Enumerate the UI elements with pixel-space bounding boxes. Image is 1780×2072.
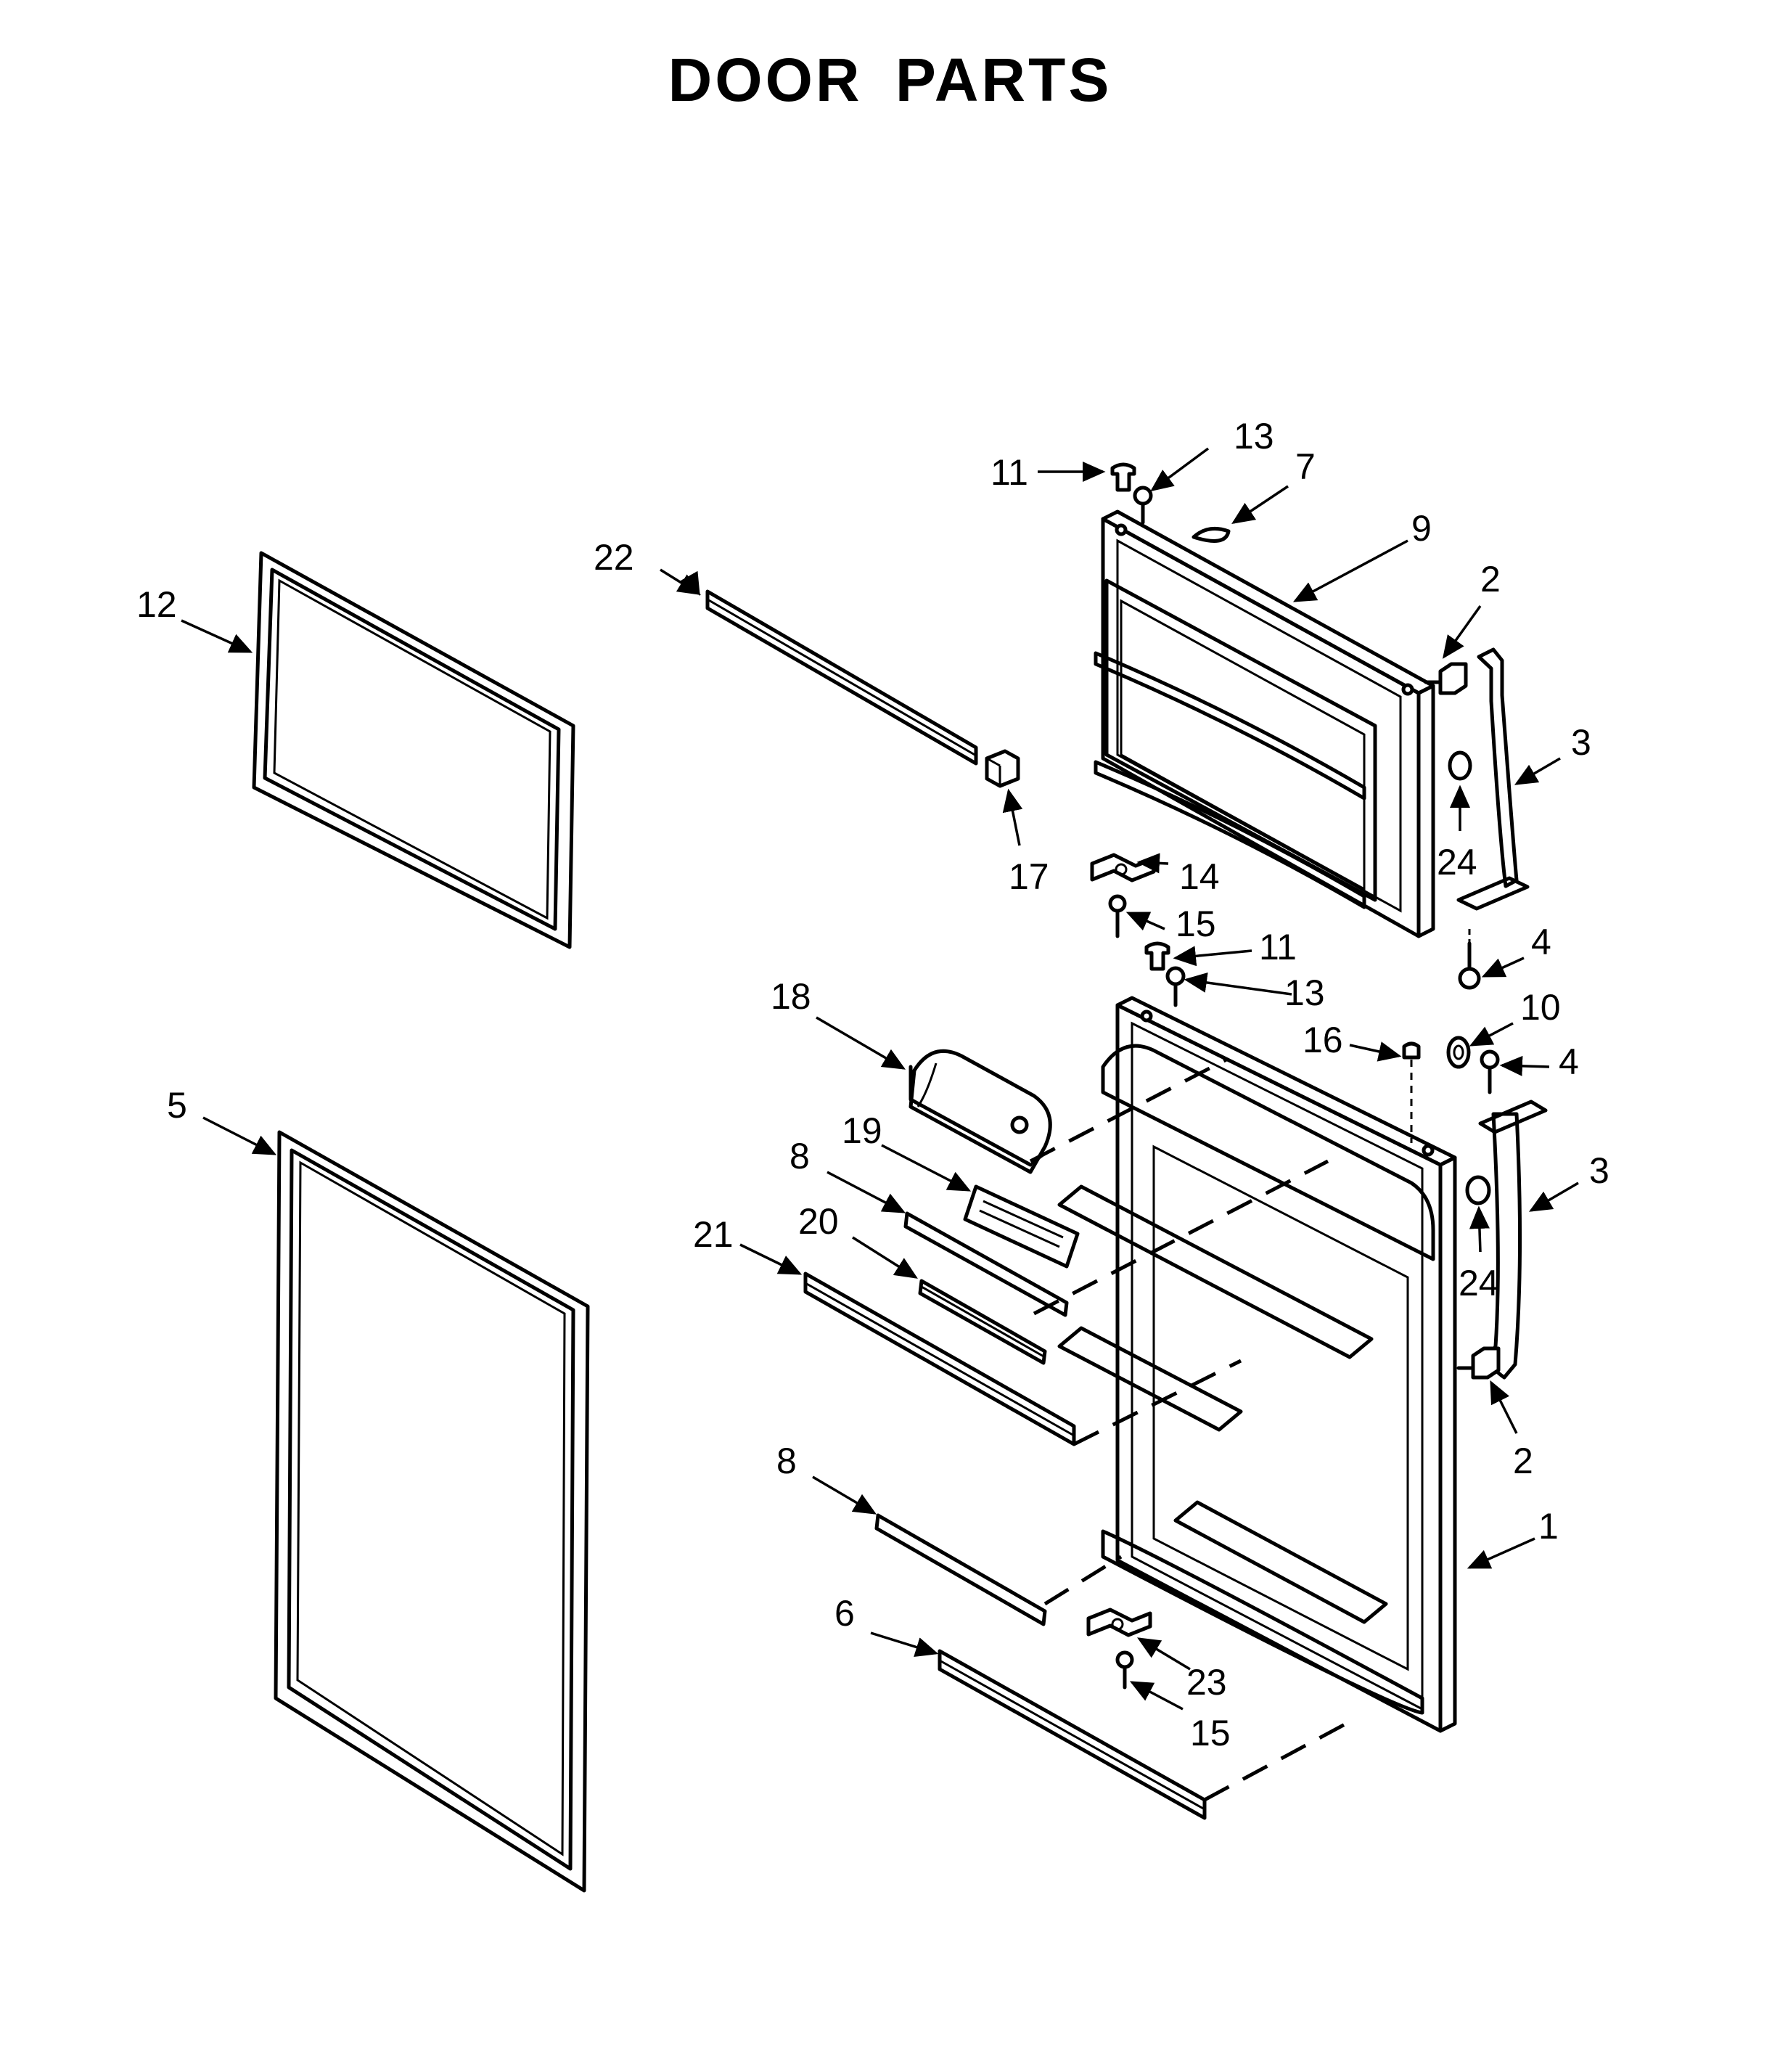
callout-9: 9 [1411,508,1432,549]
callout-21: 21 [693,1214,734,1255]
fresh-food-gasket-part-5 [274,1130,590,1893]
freezer-door-part-9 [1094,509,1435,938]
callout-3-top: 3 [1571,722,1591,763]
callout-17: 17 [1009,856,1049,897]
callout-labels: 1 2 2 3 3 4 4 5 6 7 8 8 9 10 11 11 12 13… [136,416,1609,1753]
bushing-part-2-top [1424,662,1468,695]
dairy-hinge-part-19 [963,1184,1080,1269]
callout-24-bottom: 24 [1459,1263,1499,1303]
shelf-bar-part-8-top [903,1211,1069,1317]
hinge-cap-part-11-top [1110,462,1136,492]
callout-7: 7 [1295,446,1316,487]
shelf-bar-part-6 [938,1649,1207,1820]
hinge-cap-part-11-mid [1144,941,1170,971]
screw-part-4-bottom [1480,1049,1500,1094]
callout-14: 14 [1179,856,1220,897]
page-title: DOOR PARTS [668,46,1112,114]
callout-8-top: 8 [789,1136,810,1176]
callout-8-bottom: 8 [776,1441,797,1481]
center-hinge-part-3-top [1456,647,1530,911]
plug-part-7 [1192,526,1231,543]
callout-4-bottom: 4 [1559,1041,1579,1082]
callout-4-top: 4 [1531,922,1551,962]
callout-11-mid: 11 [1259,927,1297,967]
screw-part-13-top [1133,486,1153,525]
callout-23: 23 [1186,1662,1227,1703]
callout-19: 19 [842,1110,882,1151]
end-cap-part-17 [985,749,1020,788]
pin-part-16 [1402,1041,1421,1143]
bracket-part-23 [1086,1608,1152,1637]
callout-22: 22 [594,537,634,578]
callout-12: 12 [136,584,177,625]
hinge-part-3-bottom [1478,1100,1548,1380]
callout-24-top: 24 [1437,842,1477,883]
callout-15-top: 15 [1176,904,1216,944]
callout-1: 1 [1538,1506,1559,1547]
callout-13-top: 13 [1234,416,1274,456]
leader-lines [181,447,1579,1711]
bracket-part-14 [1090,853,1156,883]
bushing-part-2-bottom [1456,1346,1501,1380]
fresh-food-door-part-1 [1057,996,1457,1733]
shelf-bar-part-20 [918,1279,1047,1365]
callout-13-mid: 13 [1284,972,1325,1013]
screw-part-13-mid [1165,966,1186,1007]
callout-6: 6 [834,1593,855,1634]
dairy-door-part-18 [909,1049,1052,1174]
callout-2-bottom: 2 [1513,1441,1533,1481]
screw-part-15-top [1108,894,1127,938]
shelf-bar-part-8-bottom [874,1513,1047,1626]
screw-part-4-top [1458,929,1481,990]
screw-part-15-bottom [1115,1650,1134,1690]
spacer-part-24-bottom [1465,1175,1491,1205]
callout-11-top: 11 [991,452,1028,493]
callout-18: 18 [771,976,811,1017]
callout-16: 16 [1303,1020,1343,1060]
callout-15-bottom: 15 [1190,1713,1231,1753]
alignment-lines [1029,1057,1348,1802]
spacer-part-24-top [1448,750,1472,781]
callout-20: 20 [798,1201,839,1242]
callout-5: 5 [167,1085,187,1126]
callout-3-bottom: 3 [1589,1150,1609,1191]
freezer-gasket-part-12 [252,551,575,949]
callout-2-top: 2 [1480,559,1501,599]
washer-part-10 [1446,1036,1471,1069]
callout-10: 10 [1520,987,1561,1028]
freezer-shelf-bar-part-22 [705,589,978,766]
